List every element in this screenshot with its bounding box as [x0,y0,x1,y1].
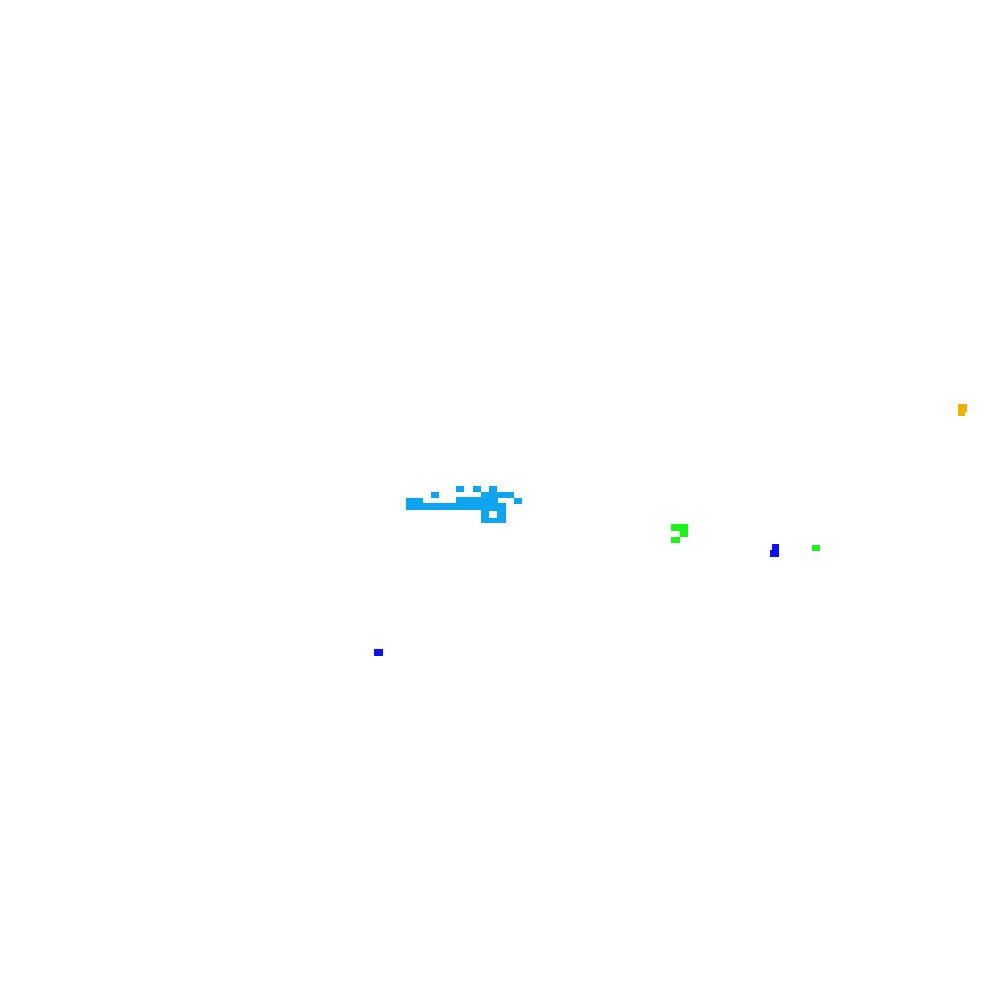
blue-pixel-marker [770,544,779,557]
sky-blue-pixel-cluster-gap [489,511,497,518]
small-green-pixel-marker [812,545,820,551]
sky-blue-pixel-cluster-block [456,497,498,504]
gold-pixel-marker [958,404,967,416]
green-pixel-cluster-block [680,530,688,537]
gold-pixel-marker-block [958,411,965,416]
sky-blue-pixel-cluster-block [423,503,457,510]
sky-blue-pixel-cluster-block [489,486,497,492]
sky-blue-pixel-cluster-block [431,492,439,498]
blue-pixel-marker-block [770,550,779,557]
green-pixel-cluster-block [671,524,688,531]
sky-blue-pixel-cluster-block [481,492,514,498]
sky-blue-pixel-cluster-block [456,486,464,492]
gold-pixel-marker-block [958,404,967,412]
small-blue-pixel-marker-block [374,649,383,656]
sky-blue-pixel-cluster-block [473,486,481,492]
sky-blue-pixel-cluster [406,486,522,523]
sky-blue-pixel-cluster-block [514,498,522,504]
green-pixel-cluster [671,524,688,543]
small-blue-pixel-marker [374,649,383,656]
green-pixel-cluster-block [671,537,680,543]
blue-pixel-marker-block [772,544,779,550]
small-green-pixel-marker-block [812,545,820,551]
sky-blue-pixel-cluster-block [406,498,423,510]
sky-blue-pixel-cluster-block [448,503,506,510]
